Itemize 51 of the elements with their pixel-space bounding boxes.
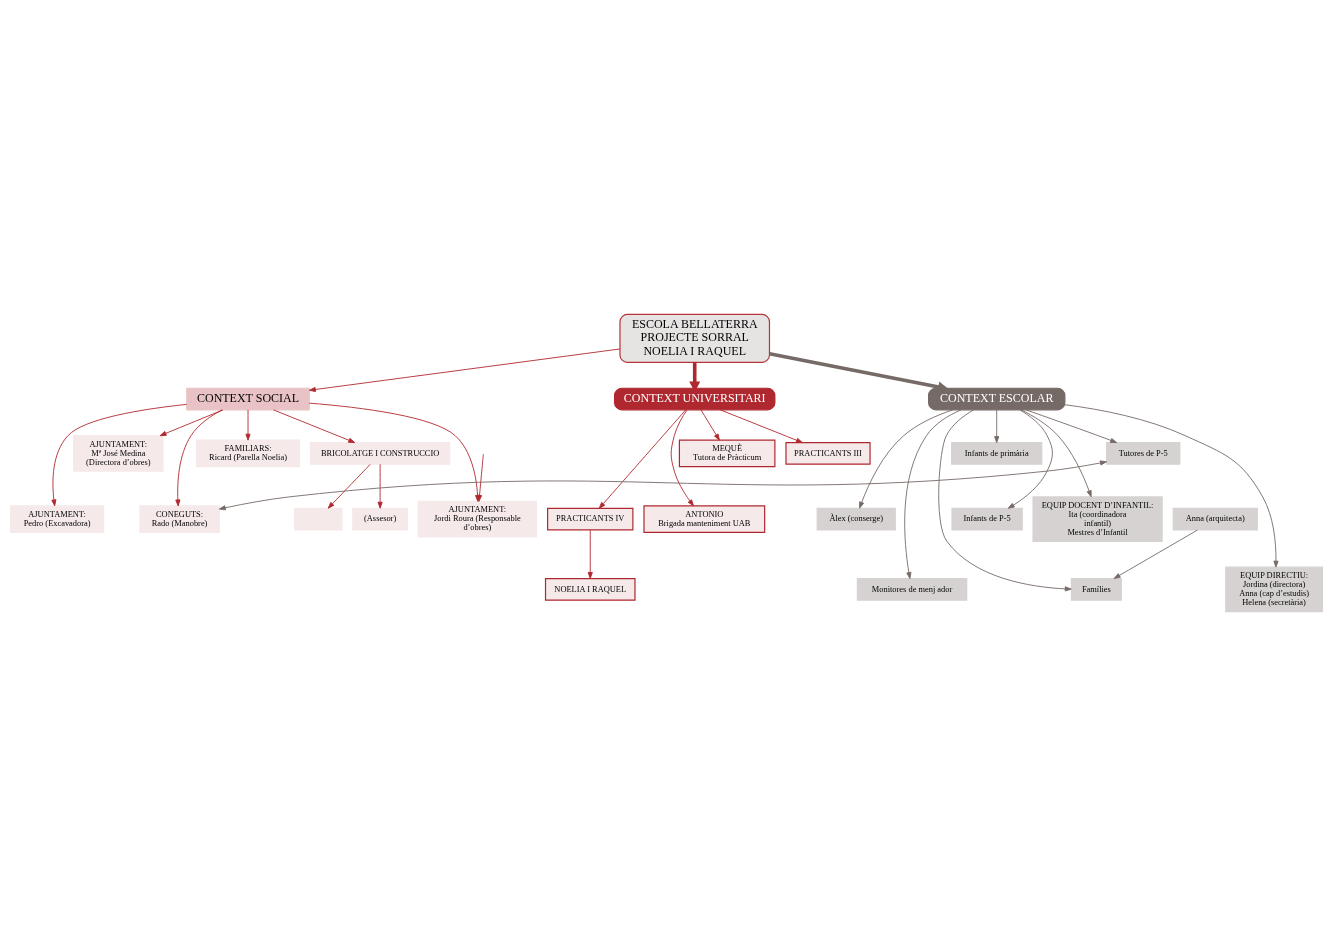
arrow <box>689 362 701 392</box>
node-box: Monitores de menj ador <box>856 577 968 601</box>
arrow <box>327 463 371 509</box>
arrow <box>938 409 1072 591</box>
node-box: PRACTICANTS III <box>785 441 871 465</box>
arrow <box>1113 529 1198 579</box>
node-box: Tutores de P-5 <box>1106 441 1181 465</box>
node-box: PRACTICANTS IV <box>547 507 634 531</box>
node-box: FAMILIARS: Ricard (Parella Noelia) <box>195 439 301 467</box>
node-box: Àlex (conserge) <box>816 507 896 531</box>
node-box: EQUIP DOCENT D’INFANTIL: Ita (coordinadora infantil) Mestres d’Infantil <box>1032 495 1163 542</box>
arrow <box>719 408 803 443</box>
arrow <box>769 351 949 392</box>
node-box: CONTEXT UNIVERSITARI <box>613 387 776 410</box>
arrow <box>175 409 223 506</box>
node-box: (Assesor) <box>352 507 409 531</box>
arrow <box>598 409 687 509</box>
node-box: CONEGUTS: Rado (Manobre) <box>139 504 220 533</box>
node-box: AJUNTAMENT: Jordi Roura (Responsable d’obres) <box>417 500 538 537</box>
arrow <box>1025 408 1118 443</box>
arrow <box>51 403 187 506</box>
node-box: Infants de P-5 <box>951 507 1023 531</box>
arrow <box>218 459 1107 510</box>
arrow <box>859 409 954 509</box>
node-box: AJUNTAMENT: Pedro (Excavadora) <box>9 504 105 533</box>
node-box: ESCOLA BELLATERRA PROJECTE SORRAL NOELIA I RAQUEL <box>619 313 771 363</box>
arrow <box>904 408 962 579</box>
arrow <box>587 529 593 579</box>
node-box: ANTONIO Brigada manteniment UAB <box>643 504 766 533</box>
node-box: Anna (arquitecta) <box>1172 507 1258 531</box>
node-box: NOELIA I RAQUEL <box>544 577 636 601</box>
arrow <box>1064 403 1279 568</box>
arrow <box>994 408 1000 443</box>
node-box <box>293 507 343 531</box>
arrow <box>273 408 356 443</box>
arrow <box>159 408 224 436</box>
arrow <box>1007 409 1053 509</box>
node-box: Infants de primària <box>951 441 1043 465</box>
arrow <box>700 408 720 441</box>
arrow <box>308 348 621 392</box>
node-box: BRICOLATGE I CONSTRUCCIO <box>309 441 451 465</box>
arrow <box>1020 408 1092 497</box>
arrow <box>377 463 383 509</box>
node-box: Famílies <box>1070 577 1122 601</box>
node-box: CONTEXT SOCIAL <box>186 387 310 410</box>
arrow <box>670 408 694 506</box>
node-box: MEQUÈ Tutora de Pràcticum <box>678 439 776 467</box>
node-box: EQUIP DIRECTIU: Jordina (directora) Anna (cap d’estudis) Helena (secretària) <box>1225 566 1324 612</box>
arrow <box>245 408 251 441</box>
node-box: AJUNTAMENT: Mª José Medina (Directora d’obres) <box>73 434 164 472</box>
node-box: CONTEXT ESCOLAR <box>927 387 1066 410</box>
